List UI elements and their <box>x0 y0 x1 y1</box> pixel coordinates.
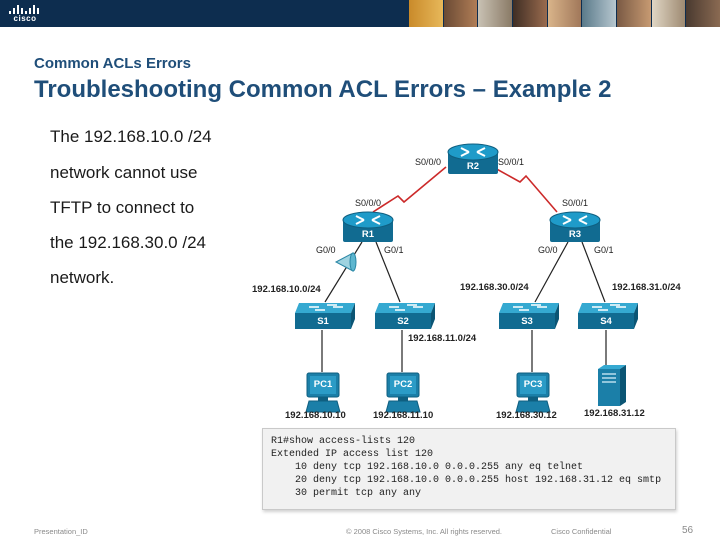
body-line-1: The 192.168.10.0 /24 <box>50 127 212 146</box>
router-r3[interactable]: R3 <box>549 210 601 244</box>
slide-title: Troubleshooting Common ACL Errors – Exam… <box>34 76 612 103</box>
cli-line: Extended IP access list 120 <box>271 449 434 460</box>
pc-icon <box>515 372 551 413</box>
network-label-30: 192.168.30.0/24 <box>460 282 529 293</box>
server-icon <box>598 365 626 406</box>
server-address: 192.168.31.12 <box>584 408 645 419</box>
link-r1-s2 <box>375 241 401 303</box>
footer-confidential: Cisco Confidential <box>551 527 612 536</box>
switch-icon <box>375 303 435 329</box>
router-icon <box>549 211 601 242</box>
pc-icon <box>385 372 421 413</box>
pc3-address: 192.168.30.12 <box>496 410 557 421</box>
r3-if-g00: G0/0 <box>538 245 558 255</box>
serial-link-r2-r3 <box>492 166 558 213</box>
pc1-label: PC1 <box>313 379 333 390</box>
network-label-11: 192.168.11.0/24 <box>408 333 477 344</box>
pc1-address: 192.168.10.10 <box>285 410 346 421</box>
pc-icon <box>305 372 341 413</box>
footer-presentation-id: Presentation_ID <box>34 527 88 536</box>
server[interactable] <box>596 364 628 406</box>
switch-s2-label: S2 <box>397 316 409 327</box>
pc-pc1[interactable]: PC1 <box>305 372 341 414</box>
switch-icon <box>578 303 638 329</box>
pc-pc2[interactable]: PC2 <box>385 372 421 414</box>
switch-s1-label: S1 <box>317 316 329 327</box>
r1-if-g01: G0/1 <box>384 245 404 255</box>
router-r1[interactable]: R1 <box>342 210 394 244</box>
switch-icon <box>295 303 355 329</box>
r1-if-s000: S0/0/0 <box>355 198 382 208</box>
switch-s4[interactable]: S4 <box>576 301 640 331</box>
body-line-4: the 192.168.30.0 /24 <box>50 233 206 252</box>
r3-if-g01: G0/1 <box>594 245 614 255</box>
cli-line: 10 deny tcp 192.168.10.0 0.0.0.255 any e… <box>271 462 584 473</box>
banner-photo-strip <box>408 0 720 27</box>
r2-if-s000: S0/0/0 <box>415 157 442 167</box>
top-banner: cisco <box>0 0 720 27</box>
pc-pc3[interactable]: PC3 <box>515 372 551 414</box>
link-r1-s1 <box>324 241 363 303</box>
body-line-3: TFTP to connect to <box>50 198 195 217</box>
r1-if-g00: G0/0 <box>316 245 336 255</box>
cli-line: 30 permit tcp any any <box>271 488 422 499</box>
r3-if-s001: S0/0/1 <box>562 198 589 208</box>
page-number: 56 <box>682 525 694 536</box>
switch-icon <box>499 303 559 329</box>
body-line-5: network. <box>50 268 115 287</box>
switch-s2[interactable]: S2 <box>373 301 437 331</box>
r2-if-s001: S0/0/1 <box>498 157 525 167</box>
link-r3-s4 <box>581 241 606 303</box>
router-r1-label: R1 <box>361 229 375 240</box>
pc2-address: 192.168.11.10 <box>373 410 434 421</box>
footer-copyright: © 2008 Cisco Systems, Inc. All rights re… <box>346 527 503 536</box>
acl-placement-icon <box>334 252 357 272</box>
switch-s3[interactable]: S3 <box>497 301 561 331</box>
network-label-31: 192.168.31.0/24 <box>612 282 681 293</box>
link-r3-s3 <box>534 241 569 303</box>
switch-s1[interactable]: S1 <box>293 301 357 331</box>
router-icon <box>447 143 499 174</box>
body-line-2: network cannot use <box>50 163 198 182</box>
router-r2[interactable]: R2 <box>447 142 499 176</box>
network-label-10: 192.168.10.0/24 <box>252 284 321 295</box>
pc3-label: PC3 <box>523 379 543 390</box>
switch-s3-label: S3 <box>521 316 533 327</box>
cli-output-box: R1#show access-lists 120 Extended IP acc… <box>262 428 676 510</box>
router-r2-label: R2 <box>466 161 480 172</box>
cli-line: 20 deny tcp 192.168.10.0 0.0.0.255 host … <box>271 475 662 486</box>
cisco-wordmark: cisco <box>13 14 37 23</box>
cisco-logo: cisco <box>8 4 42 24</box>
pc2-label: PC2 <box>393 379 413 390</box>
router-icon <box>342 211 394 242</box>
router-r3-label: R3 <box>568 229 582 240</box>
serial-link-r1-r2 <box>372 166 447 213</box>
switch-s4-label: S4 <box>600 316 612 327</box>
cli-line: R1#show access-lists 120 <box>271 436 416 447</box>
slide-subtitle: Common ACLs Errors <box>34 55 191 72</box>
cisco-bars-icon <box>8 4 42 14</box>
